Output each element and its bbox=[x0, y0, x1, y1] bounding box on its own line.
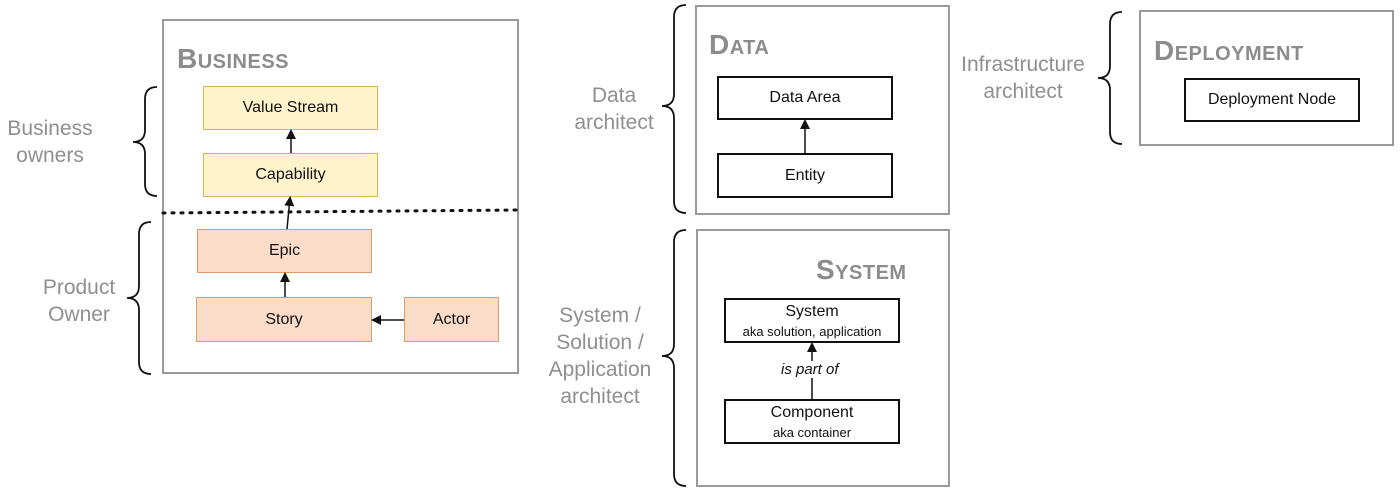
entity-node: Entity bbox=[717, 153, 893, 198]
epic-node: Epic bbox=[197, 229, 372, 273]
entity-label: Entity bbox=[784, 166, 825, 184]
brace-business-owners bbox=[132, 86, 158, 197]
capability-label: Capability bbox=[255, 166, 326, 184]
brace-data-architect bbox=[661, 4, 687, 214]
capability-node: Capability bbox=[203, 153, 378, 197]
deployment-panel-title: Deployment bbox=[1154, 35, 1304, 66]
brace-system-architect bbox=[661, 229, 687, 487]
component-node-sublabel: aka container bbox=[772, 424, 852, 440]
system-node-sublabel: aka solution, application bbox=[742, 323, 882, 339]
value-stream-label: Value Stream bbox=[242, 99, 339, 117]
value-stream-node: Value Stream bbox=[203, 86, 378, 130]
deployment-node-label: Deployment Node bbox=[1207, 91, 1337, 109]
business-divider bbox=[161, 208, 521, 215]
story-label: Story bbox=[265, 310, 303, 328]
deployment-node: Deployment Node bbox=[1184, 78, 1360, 122]
brace-infrastructure-architect bbox=[1097, 11, 1123, 145]
role-data-architect: Data architect bbox=[574, 84, 654, 134]
system-node-label: System bbox=[785, 302, 839, 320]
story-node: Story bbox=[196, 297, 372, 342]
role-business-owners: Business owners bbox=[7, 117, 93, 167]
is-part-of-label: is part of bbox=[779, 361, 841, 378]
data-area-label: Data Area bbox=[769, 89, 841, 107]
actor-label: Actor bbox=[432, 310, 471, 328]
system-panel-title: System bbox=[816, 254, 907, 285]
component-node-label: Component bbox=[770, 403, 854, 421]
role-infrastructure-architect: Infrastructure architect bbox=[961, 53, 1085, 103]
epic-label: Epic bbox=[268, 242, 301, 260]
component-node: Component aka container bbox=[724, 399, 900, 444]
epic-to-capability-arrow bbox=[284, 196, 295, 230]
brace-product-owner bbox=[126, 221, 152, 375]
system-panel bbox=[696, 229, 950, 487]
role-product-owner: Product Owner bbox=[42, 276, 116, 326]
system-node: System aka solution, application bbox=[724, 298, 900, 343]
actor-node: Actor bbox=[404, 297, 499, 342]
role-system-architect: System / Solution / Application architec… bbox=[548, 304, 652, 408]
business-panel-title: Business bbox=[177, 43, 290, 74]
data-panel-title: Data bbox=[709, 29, 770, 60]
